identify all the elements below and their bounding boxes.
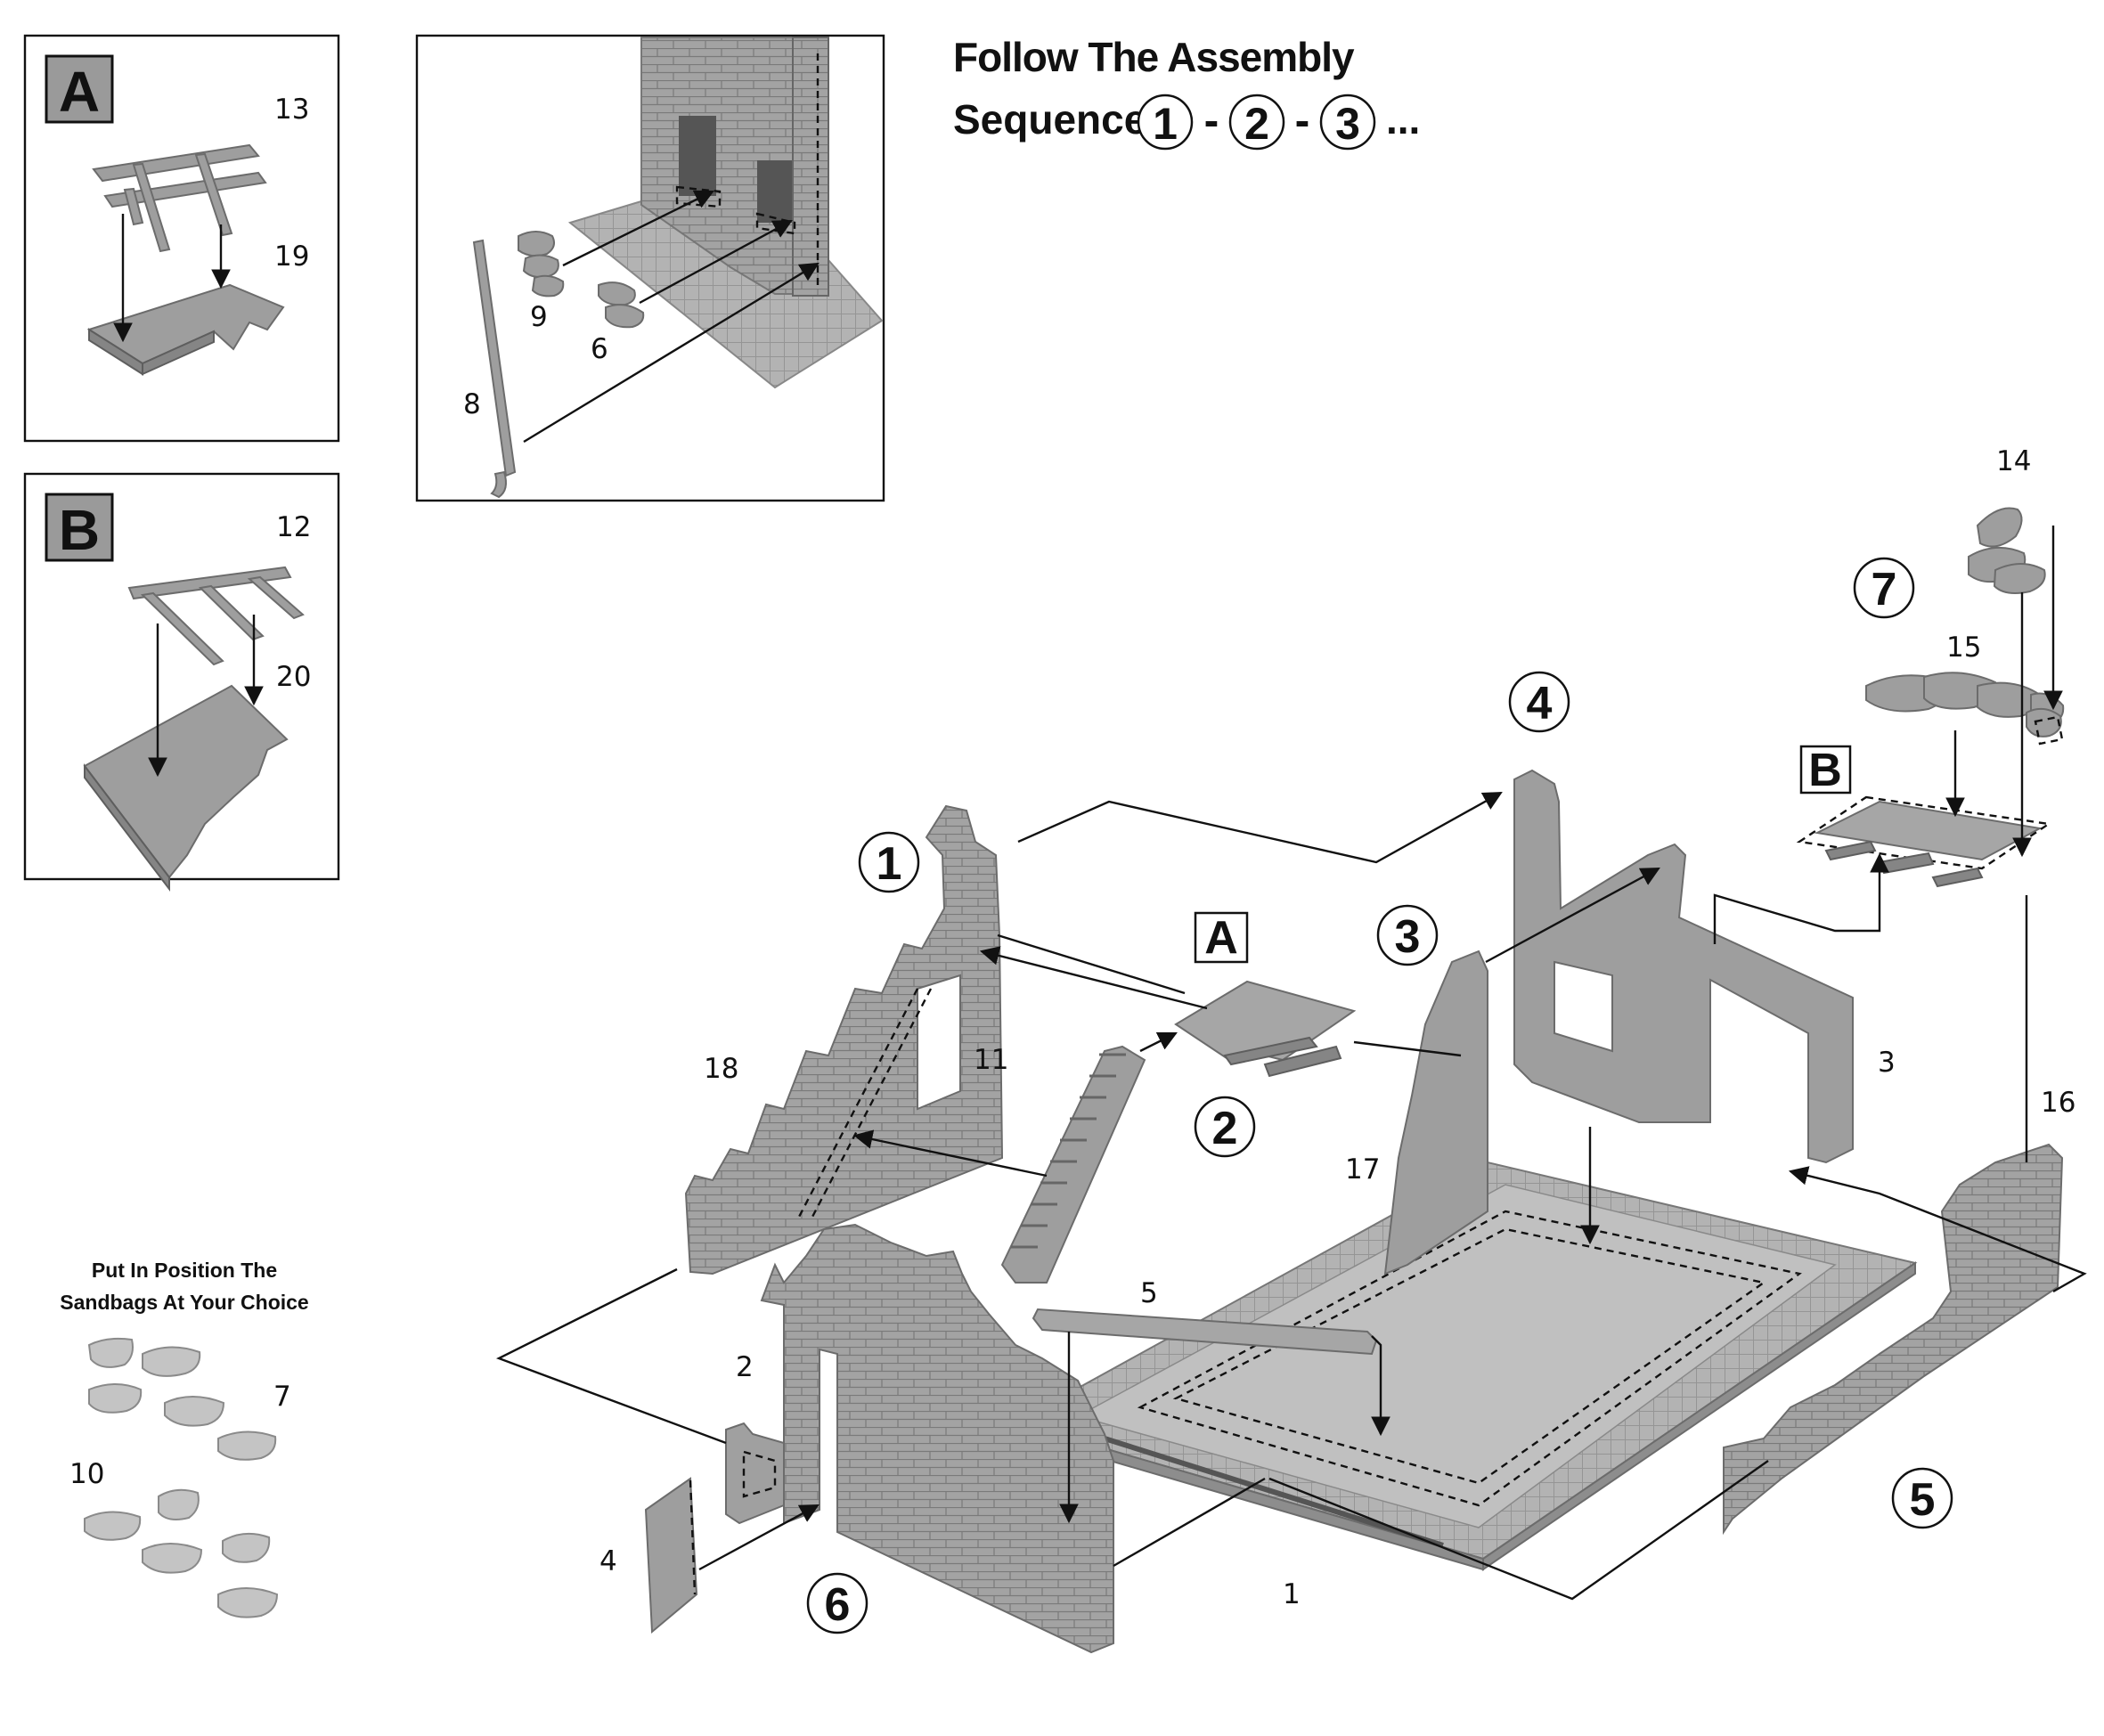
part-4-door <box>644 1477 698 1634</box>
part-label-10: 10 <box>69 1458 104 1490</box>
svg-text:2: 2 <box>1212 1103 1238 1154</box>
part-label-1: 1 <box>1283 1578 1301 1610</box>
step-4-marker: 4 <box>1508 671 1570 733</box>
part-20-base <box>83 684 289 892</box>
panel-a: A 13 19 <box>23 34 340 443</box>
sequence-2: 2 <box>1228 94 1285 151</box>
svg-text:3: 3 <box>1335 99 1360 149</box>
part-18-wall <box>684 804 1004 1276</box>
part-label-9: 9 <box>530 301 548 333</box>
panel-b-badge <box>45 493 114 562</box>
panel-b: B 12 20 <box>23 472 340 892</box>
part-2-wall <box>725 1223 1114 1654</box>
sequence-separator-1: - <box>1204 95 1219 145</box>
part-17-wall <box>1383 950 1488 1276</box>
title-line-1: Follow The Assembly <box>953 34 1355 80</box>
sandbag-note-line-2: Sandbags At Your Choice <box>60 1291 308 1314</box>
inset-pillar <box>792 37 829 297</box>
step-1-marker: 1 <box>858 831 920 893</box>
sub-assembly-a-marker: A <box>1194 911 1249 964</box>
sequence-ellipsis: ... <box>1386 96 1420 143</box>
sandbags-10 <box>84 1488 279 1618</box>
part-3-window <box>1554 960 1613 1053</box>
part-label-12: 12 <box>276 511 311 543</box>
svg-text:B: B <box>1808 745 1842 796</box>
svg-text:2: 2 <box>1244 99 1269 149</box>
step-2-marker: 2 <box>1194 1096 1256 1158</box>
part-12-frame <box>127 566 305 666</box>
sub-assembly-b-piece <box>1796 795 2052 888</box>
part-label-7: 7 <box>273 1381 291 1413</box>
sequence-1: 1 <box>1137 94 1194 151</box>
title-line-2: Sequence : <box>953 96 1171 143</box>
panel-b-letter: B <box>59 498 100 562</box>
part-label-2: 2 <box>736 1351 754 1383</box>
sequence-separator-2: - <box>1295 95 1310 145</box>
sandbags-7 <box>87 1337 277 1461</box>
part-18-window <box>917 974 961 1111</box>
part-label-11: 11 <box>974 1044 1008 1076</box>
part-label-16: 16 <box>2041 1087 2075 1119</box>
step-5-marker: 5 <box>1891 1467 1953 1529</box>
part-label-3: 3 <box>1878 1047 1896 1079</box>
part-8-drainpipe <box>472 239 517 499</box>
part-label-6: 6 <box>591 333 608 365</box>
detail-inset: 9 6 8 <box>415 34 885 502</box>
part-9-sandbags <box>518 231 565 297</box>
svg-text:7: 7 <box>1872 564 1897 615</box>
svg-text:A: A <box>1204 912 1238 964</box>
assembly-title: Follow The Assembly Sequence : 1 - 2 - 3… <box>953 34 1420 151</box>
sequence-3: 3 <box>1319 94 1376 151</box>
sub-assembly-b-marker: B <box>1799 745 1852 796</box>
panel-a-letter: A <box>59 60 100 124</box>
part-14-sandbags <box>1968 507 2046 594</box>
sandbag-note-line-1: Put In Position The <box>92 1259 277 1282</box>
part-13-frame <box>92 143 267 253</box>
part-label-13: 13 <box>274 94 309 126</box>
step-6-marker: 6 <box>806 1572 869 1634</box>
part-label-17: 17 <box>1345 1153 1380 1186</box>
part-label-5: 5 <box>1140 1277 1158 1309</box>
svg-text:1: 1 <box>1153 99 1178 149</box>
part-label-18: 18 <box>704 1053 738 1085</box>
svg-text:4: 4 <box>1527 678 1553 729</box>
part-label-19: 19 <box>274 240 309 273</box>
svg-text:5: 5 <box>1910 1474 1936 1526</box>
svg-text:6: 6 <box>825 1579 851 1631</box>
step-3-marker: 3 <box>1376 904 1439 966</box>
main-assembly: 1 2 3 4 5 6 7 A <box>495 445 2087 1654</box>
part-16-wall <box>1723 1143 2064 1536</box>
part-label-15: 15 <box>1946 632 1981 664</box>
part-label-14: 14 <box>1996 445 2031 477</box>
inset-window <box>757 160 793 223</box>
part-label-8: 8 <box>463 388 481 420</box>
step-7-marker: 7 <box>1853 557 1915 619</box>
inset-doorway <box>679 116 716 196</box>
part-6-sandbags <box>598 281 645 329</box>
part-1-base <box>1013 1161 1918 1571</box>
part-label-4: 4 <box>599 1545 617 1577</box>
sandbag-note: Put In Position The Sandbags At Your Cho… <box>60 1259 309 1618</box>
part-19-base <box>86 283 285 376</box>
part-label-20: 20 <box>276 661 311 693</box>
panel-a-badge <box>45 54 114 124</box>
svg-text:3: 3 <box>1395 911 1421 963</box>
sub-assembly-a-piece <box>1174 980 1357 1078</box>
svg-text:1: 1 <box>877 838 902 890</box>
part-11-stairs <box>1000 1045 1146 1284</box>
part-15-sandbags <box>1865 672 2065 746</box>
part-3-wall <box>1513 769 1854 1164</box>
